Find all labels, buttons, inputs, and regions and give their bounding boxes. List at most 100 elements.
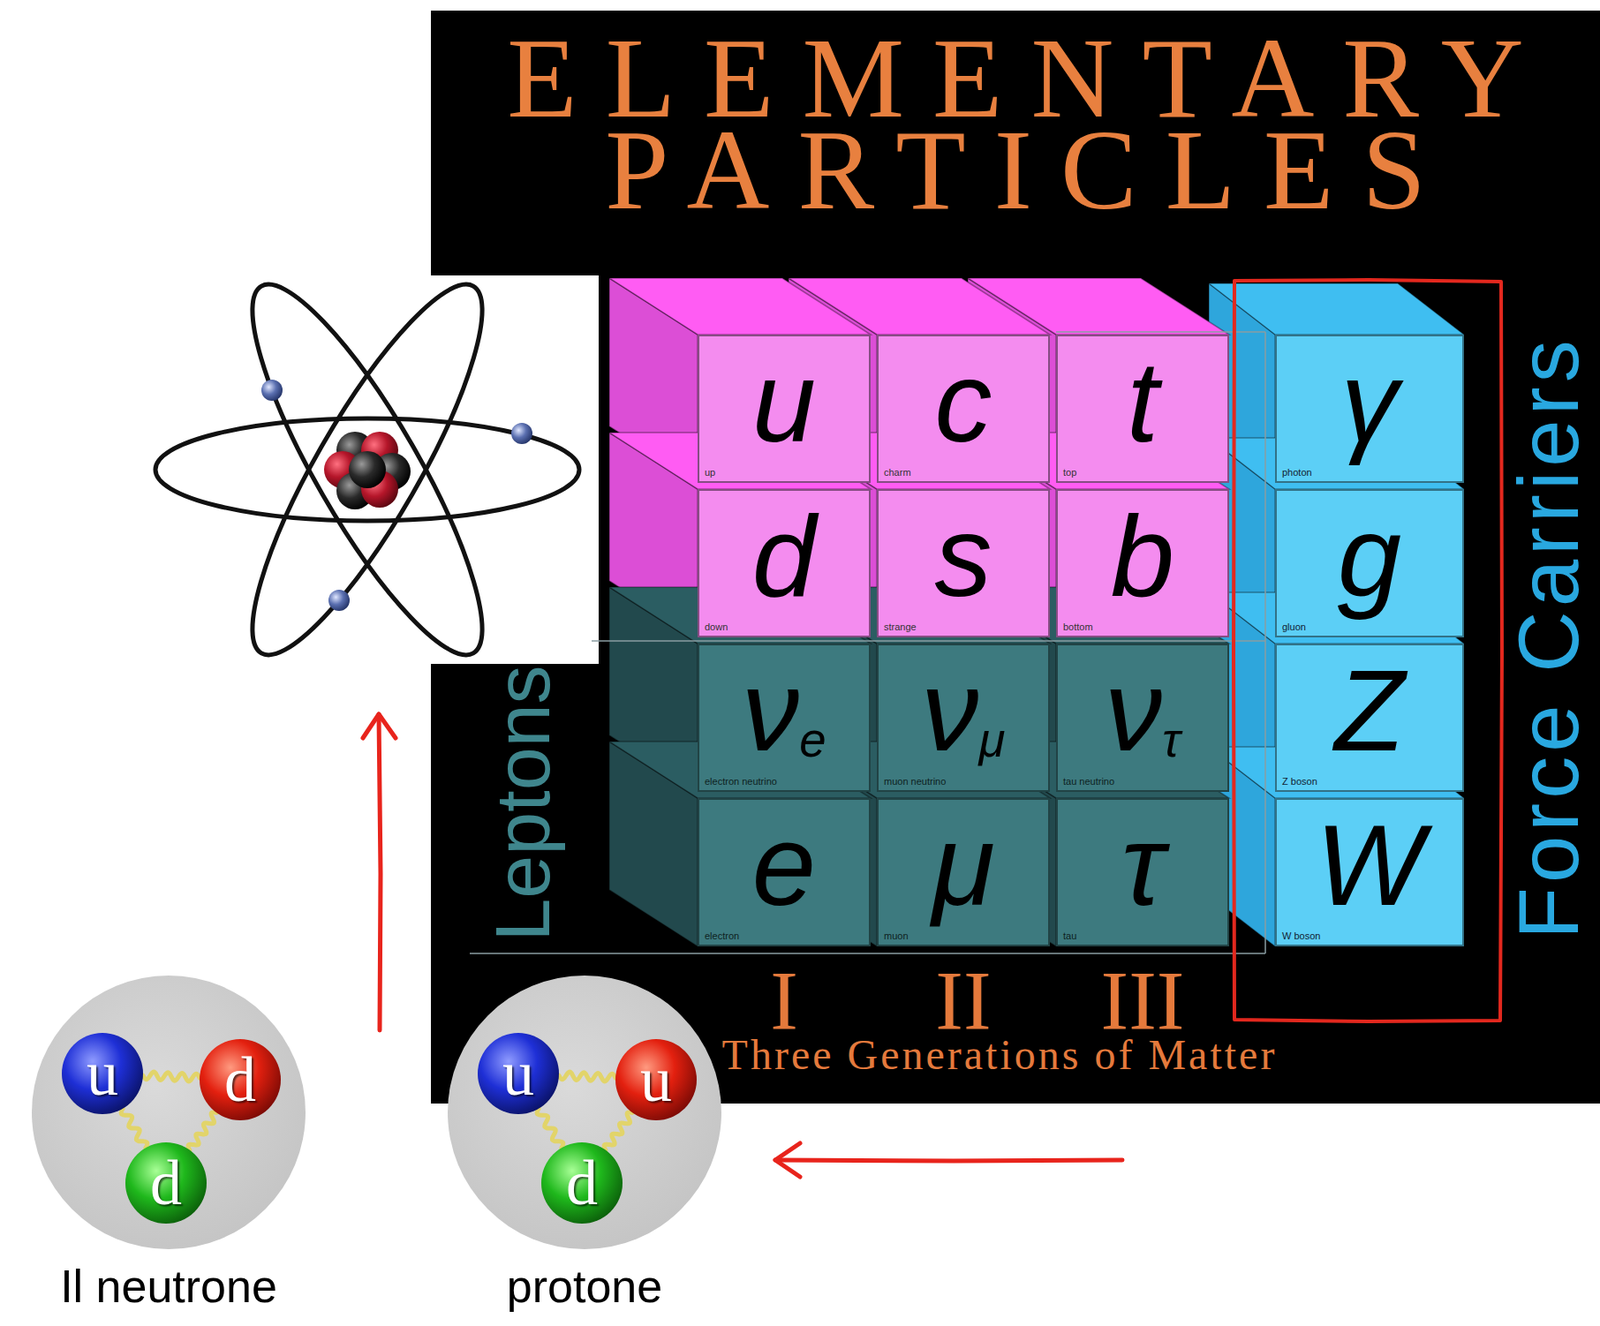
quark-outline xyxy=(615,1039,697,1121)
axis-caption: Three Generations of Matter xyxy=(602,1033,1397,1078)
symbol-area: νμ xyxy=(878,645,1049,777)
quark-ball: d xyxy=(125,1142,207,1224)
symbol-area: e xyxy=(699,800,869,931)
particle-symbol: νμ xyxy=(921,653,1006,769)
particle-name: tau xyxy=(1057,930,1228,945)
quark-letter: d xyxy=(199,1039,281,1121)
symbol-area: γ xyxy=(1276,336,1463,468)
particle-name: top xyxy=(1057,467,1228,482)
hadron-label: Il neutrone xyxy=(31,1260,306,1314)
particle-symbol: Z xyxy=(1334,653,1404,769)
particle-symbol: νe xyxy=(741,653,826,769)
quark-outline xyxy=(61,1033,144,1115)
particle-cube: γphoton xyxy=(1275,334,1465,484)
particle-name: up xyxy=(699,467,869,482)
quark-outline xyxy=(477,1033,559,1115)
quark-letter: u xyxy=(615,1039,697,1121)
particle-name: muon neutrino xyxy=(878,776,1049,791)
quark-outline xyxy=(199,1039,281,1121)
generation-number: I xyxy=(386,959,1182,1044)
hadron-circle: uudprotone xyxy=(447,975,722,1250)
particle-symbol: e xyxy=(752,807,816,923)
quark-outline xyxy=(125,1142,207,1224)
title-block: ELEMENTARY PARTICLES xyxy=(441,31,1590,216)
particle-name: W boson xyxy=(1276,930,1463,945)
label-holder: II xyxy=(566,959,1361,1044)
particle-cube: μ muon xyxy=(876,798,1050,947)
side-faces xyxy=(609,278,1276,947)
electron-ball xyxy=(511,422,533,445)
symbol-area: u xyxy=(699,336,869,468)
symbol-area: W xyxy=(1276,800,1463,931)
symbol-subscript: μ xyxy=(979,713,1006,768)
quark-outline xyxy=(541,1142,623,1224)
frame-line xyxy=(591,640,1266,642)
nucleon xyxy=(348,451,386,489)
orbit xyxy=(217,260,518,680)
quark-ball: u xyxy=(61,1033,144,1115)
particle-symbol: W xyxy=(1315,807,1425,923)
symbol-area: τ xyxy=(1057,800,1228,931)
particle-symbol: t xyxy=(1126,344,1159,460)
arrow-line xyxy=(378,714,381,1031)
quark-letter: d xyxy=(125,1142,207,1224)
particle-name: muon xyxy=(878,930,1049,945)
particle-symbol: u xyxy=(752,344,816,460)
particle-symbol: μ xyxy=(931,807,995,923)
particle-cube: e electron xyxy=(697,798,871,947)
particle-symbol: b xyxy=(1110,498,1175,614)
highlight-box xyxy=(1233,279,1502,1022)
symbol-area: c xyxy=(878,336,1049,468)
quark-ball: d xyxy=(199,1039,281,1121)
group-label: Leptons xyxy=(483,664,562,942)
particle-name: strange xyxy=(878,621,1049,636)
particle-cube: W W boson xyxy=(1275,798,1465,947)
particle-cube: d down xyxy=(697,489,871,638)
particle-cube: bbottom xyxy=(1056,489,1230,638)
particle-cube: ZZ boson xyxy=(1275,643,1465,793)
symbol-subscript: τ xyxy=(1162,713,1180,768)
arrow-head xyxy=(362,714,396,739)
background-panel xyxy=(430,10,1600,1104)
particle-name: photon xyxy=(1276,467,1463,482)
orbit xyxy=(217,260,518,680)
particle-cube: ccharm xyxy=(876,334,1050,484)
particle-name: down xyxy=(699,621,869,636)
quark-letter: d xyxy=(541,1142,623,1224)
symbol-area: νe xyxy=(699,645,869,777)
particle-name: electron neutrino xyxy=(699,776,869,791)
electron-ball xyxy=(261,379,283,401)
arrow-head xyxy=(775,1143,800,1178)
particle-name: electron xyxy=(699,930,869,945)
label-holder: I xyxy=(386,959,1182,1044)
particle-symbol: d xyxy=(752,498,816,614)
electron-ball xyxy=(328,589,350,612)
particle-cube: νμ muon neutrino xyxy=(876,643,1050,793)
quark-letter: u xyxy=(477,1033,559,1115)
label-holder: Three Generations of Matter xyxy=(602,1033,1397,1078)
particle-cube: t top xyxy=(1056,334,1230,484)
symbol-area: s xyxy=(878,490,1049,622)
top-faces xyxy=(609,278,1465,799)
chart-title: ELEMENTARY PARTICLES xyxy=(441,31,1590,216)
particle-name: gluon xyxy=(1276,621,1463,636)
frame-line xyxy=(469,952,1266,955)
cube-top-face xyxy=(1208,283,1465,335)
particle-cube: u up xyxy=(697,334,871,484)
hadron-outline xyxy=(447,975,722,1250)
particle-name: tau neutrino xyxy=(1057,776,1228,791)
particle-symbol: g xyxy=(1337,498,1402,614)
frame-line xyxy=(1264,332,1267,954)
label-holder: Force Carriers xyxy=(1506,335,1592,939)
quark-letter: u xyxy=(61,1033,144,1115)
atom-illustration xyxy=(155,260,580,680)
quark-ball: u xyxy=(615,1039,697,1121)
particle-cube: τtau xyxy=(1056,798,1230,947)
particle-cube: νe electron neutrino xyxy=(697,643,871,793)
label-holder: III xyxy=(745,959,1540,1044)
particle-cube: ντtau neutrino xyxy=(1056,643,1230,793)
particle-symbol: c xyxy=(935,344,993,460)
symbol-area: μ xyxy=(878,800,1049,931)
symbol-area: g xyxy=(1276,490,1463,622)
